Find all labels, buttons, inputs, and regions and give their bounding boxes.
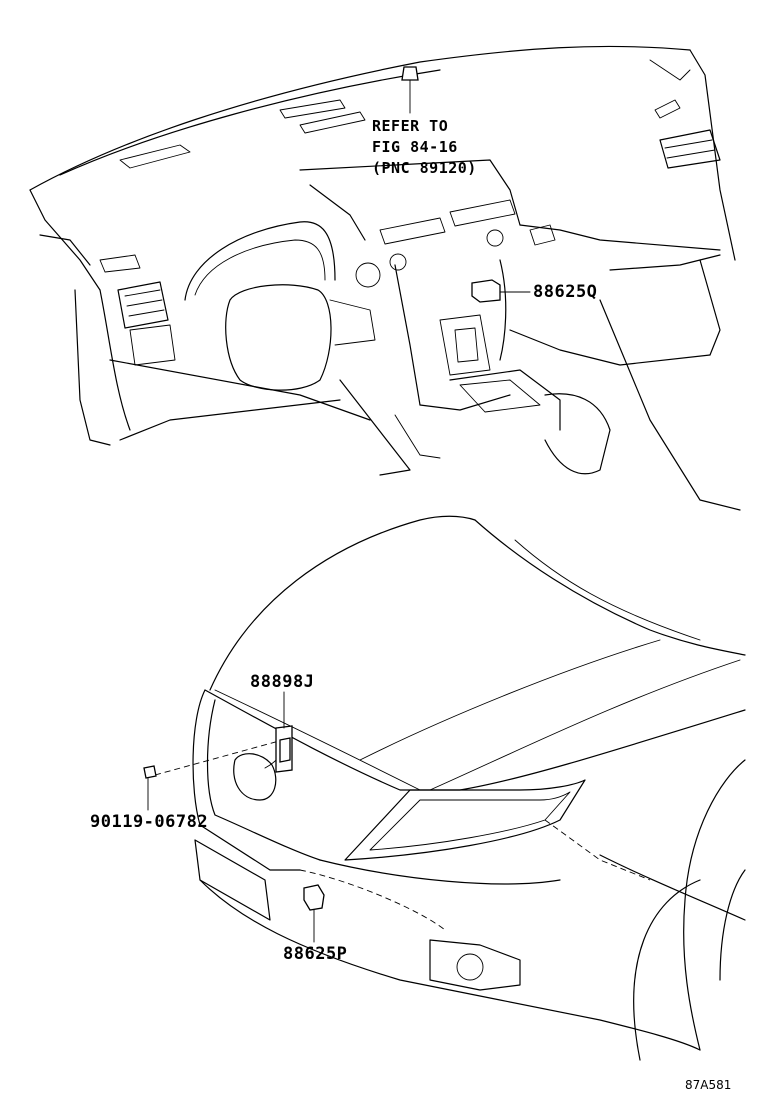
part-number-90119-06782: 90119-06782 (90, 812, 209, 832)
part-number-88625P: 88625P (283, 944, 348, 964)
part-number-88898J: 88898J (250, 672, 315, 692)
part-number-88625Q: 88625Q (533, 282, 598, 302)
refer-to-line3: (PNC 89120) (372, 159, 477, 177)
instrument-panel-illustration (29, 45, 741, 511)
refer-to-line2: FIG 84-16 (372, 138, 458, 156)
figure-code: 87A581 (685, 1078, 732, 1092)
refer-to-line1: REFER TO (372, 117, 449, 135)
refer-to-note: REFER TO FIG 84-16 (PNC 89120) (372, 116, 477, 179)
front-bumper-illustration (143, 515, 746, 1061)
